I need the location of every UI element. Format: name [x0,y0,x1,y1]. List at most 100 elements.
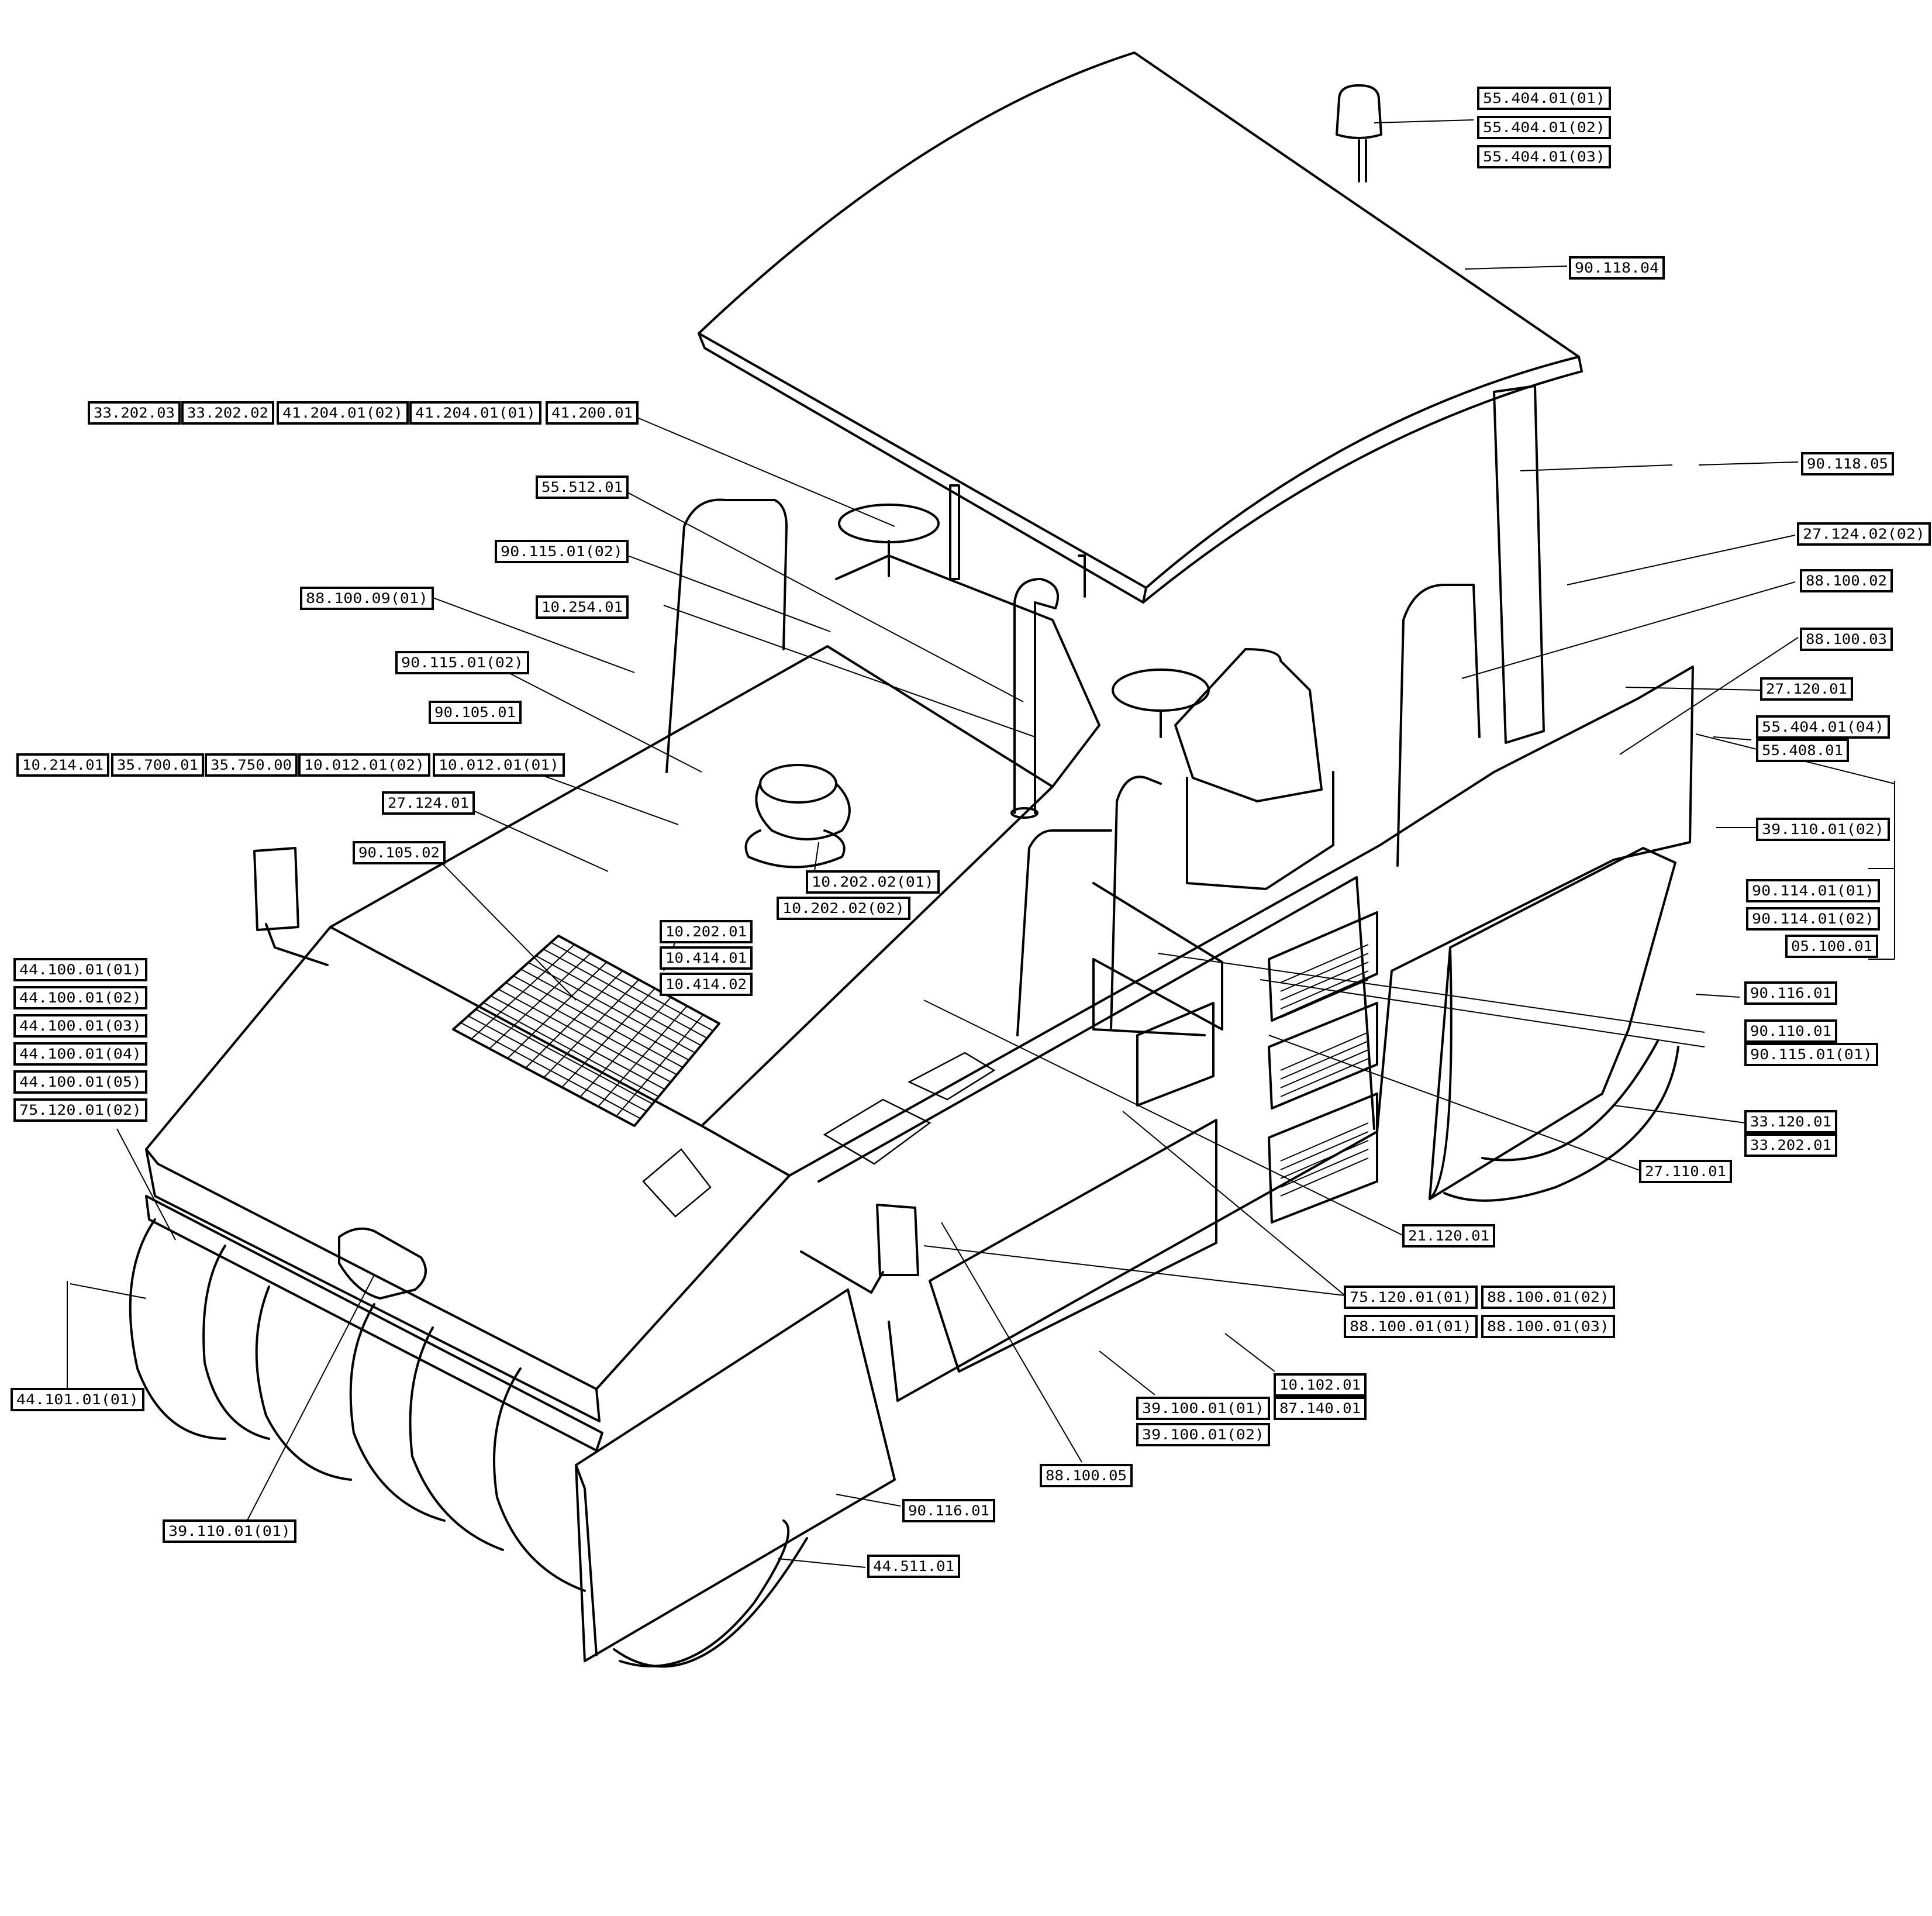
part-label-box [1756,715,1890,739]
part-label-box [867,1555,960,1578]
part-label-box [300,587,434,610]
rear-tire [1443,1046,1679,1202]
rear-fender [1429,847,1676,1200]
part-label-text: 90.118.04 [1575,260,1659,276]
part-label-box [1756,818,1890,841]
part-label-text: 41.204.01(01) [415,405,536,421]
part-label-a60: 44.101.01(01) [11,1388,144,1411]
vent-slat [1280,1058,1369,1097]
part-label-text: 88.100.01(03) [1487,1318,1609,1335]
part-label-a33: 90.114.01(01) [1746,879,1880,902]
grille-bar [489,953,591,1049]
front-tires [129,1218,586,1592]
front-fender [575,1288,896,1668]
part-label-box [1744,981,1837,1005]
part-label-text: 27.110.01 [1645,1163,1726,1180]
part-label-a23: 10.214.01 [16,753,109,777]
part-label-text: 33.202.01 [1750,1137,1831,1153]
part-label-text: 90.105.01 [434,704,516,721]
part-label-a44: 75.120.01(02) [13,1098,147,1122]
part-label-text: 90.114.01(02) [1752,911,1874,927]
part-label-box [1477,145,1611,168]
part-label-box [13,986,147,1009]
part-label-a35: 05.100.01 [1785,935,1878,958]
part-label-a13: 90.115.01(02) [495,540,629,563]
vent-slat [1280,1157,1369,1197]
part-label-text: 75.120.01(02) [19,1102,142,1118]
part-label-a26: 10.012.01(02) [298,753,430,777]
deck-panels [642,1052,996,1218]
operator-platform [835,554,1334,1036]
front-bumper [145,1195,603,1452]
part-label-box [1744,1110,1837,1133]
part-label-a38: 10.414.02 [660,973,753,996]
part-label-text: 39.100.01(02) [1142,1426,1264,1443]
part-number-labels: 55.404.01(01)55.404.01(02)55.404.01(03)9… [11,87,1931,1578]
part-label-a17: 88.100.03 [1800,628,1893,651]
part-label-text: 87.140.01 [1279,1400,1361,1417]
part-label-a56: 10.102.01 [1274,1373,1367,1397]
part-label-box [1477,87,1611,110]
part-label-box [1136,1397,1270,1420]
part-label-box [1569,256,1665,280]
part-label-text: 33.120.01 [1750,1114,1831,1130]
part-label-box [16,753,109,777]
part-label-text: 75.120.01(01) [1350,1289,1472,1305]
part-label-box [1744,1043,1878,1066]
handrails [665,498,1481,1036]
part-label-box [1746,907,1880,931]
vent-slat [1280,979,1369,1018]
part-label-box [111,753,204,777]
part-label-a12: 27.124.02(02) [1797,522,1931,546]
part-label-text: 10.202.02(02) [782,900,905,916]
part-label-box [11,1388,144,1411]
part-label-box [1800,569,1893,592]
part-label-text: 35.700.01 [117,757,198,773]
part-label-box [1344,1286,1478,1309]
beacon-lamp [1336,84,1382,182]
part-label-box [13,958,147,981]
part-label-box [1481,1315,1615,1338]
part-label-box [1800,628,1893,651]
part-label-box [181,401,274,425]
part-label-text: 88.100.09(01) [306,590,428,606]
part-label-text: 44.100.01(01) [19,962,142,978]
part-label-box [277,401,409,425]
part-label-text: 90.105.02 [358,845,440,861]
part-label-box [546,401,639,425]
part-label-text: 44.100.01(03) [19,1018,142,1034]
vent-slat [1280,962,1369,1001]
part-label-a14: 88.100.02 [1800,569,1893,592]
part-label-text: 27.120.01 [1766,681,1847,697]
part-label-text: 33.202.02 [187,405,268,421]
part-label-box [429,701,522,724]
part-label-box [1797,522,1931,546]
part-label-box [13,1042,147,1066]
grille-bar [507,962,608,1059]
part-label-a16: 10.254.01 [536,595,629,619]
front-roller [619,1519,790,1667]
part-label-a11: 55.512.01 [536,475,629,499]
part-label-a22: 55.408.01 [1756,739,1849,762]
vent-slat [1280,944,1369,983]
part-label-a61: 88.100.05 [1040,1464,1133,1487]
part-label-text: 27.124.02(02) [1803,526,1925,542]
part-label-text: 88.100.05 [1046,1467,1127,1484]
part-label-box [13,1014,147,1038]
part-label-text: 39.100.01(01) [1142,1400,1264,1417]
part-label-text: 88.100.01(02) [1487,1289,1609,1305]
air-cleaner-cap [744,764,851,869]
part-label-a29: 39.110.01(02) [1756,818,1890,841]
vent-slat [1280,1140,1369,1179]
part-label-box [13,1098,147,1122]
part-label-text: 10.214.01 [22,757,104,773]
part-label-box [88,401,181,425]
part-label-box [1746,879,1880,902]
part-label-text: 10.012.01(01) [439,757,559,773]
part-label-box [353,841,446,864]
part-label-box [660,946,753,970]
part-label-a8: 41.204.01(01) [409,401,541,425]
vent-slat [1280,1131,1369,1170]
vent-slat [1280,1149,1369,1188]
